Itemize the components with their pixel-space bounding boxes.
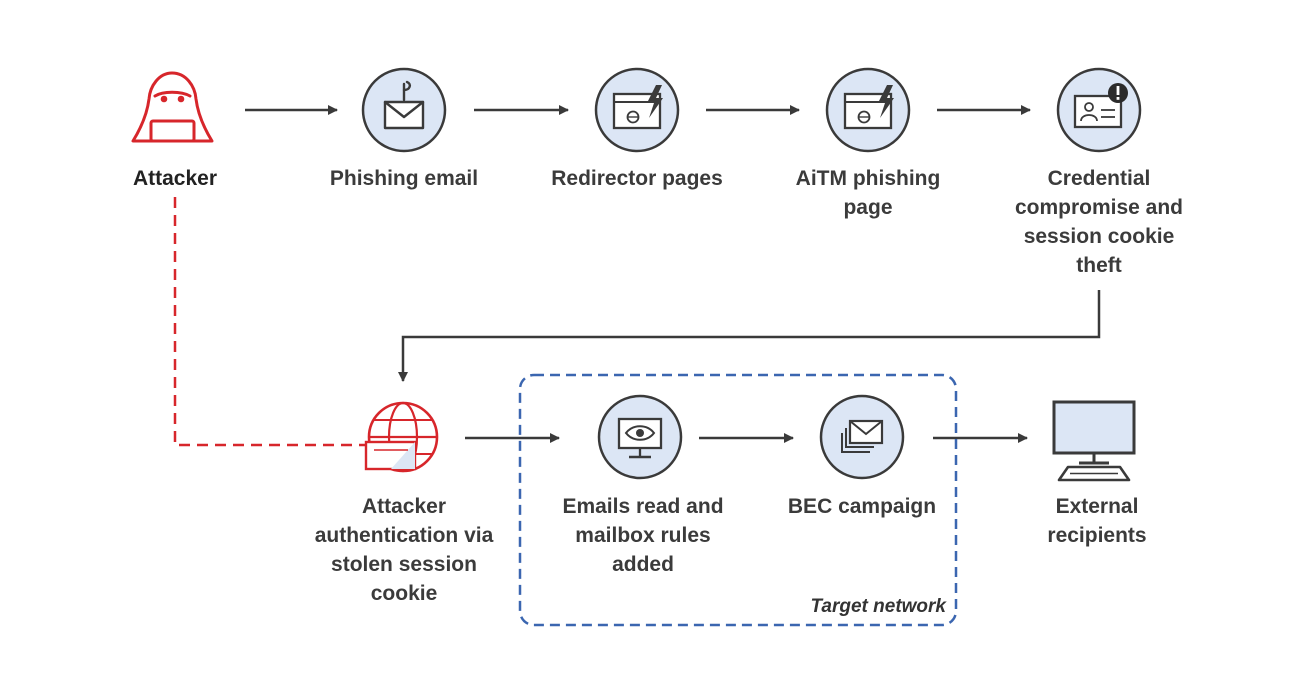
attacker-authentication-label: Attacker authentication via stolen sessi…	[314, 495, 494, 605]
phishing-hook-envelope-icon	[361, 67, 447, 153]
browser-lightning-icon	[594, 67, 680, 153]
desktop-computer-icon	[1052, 400, 1136, 482]
connectors	[173, 105, 1101, 447]
hooded-hacker-icon	[131, 71, 214, 143]
phishing-email-label: Phishing email	[329, 167, 479, 190]
external-recipients-label: External recipients	[1047, 495, 1147, 547]
browser-lightning-icon	[825, 67, 911, 153]
bec-campaign-label: BEC campaign	[787, 495, 937, 518]
target-network-label: Target network	[810, 596, 947, 617]
emails-read-label: Emails read and mailbox rules added	[562, 495, 724, 576]
attacker-dashed-link	[173, 197, 366, 447]
monitor-eye-icon	[597, 394, 683, 480]
redirector-pages-label: Redirector pages	[551, 167, 723, 190]
stacked-envelopes-icon	[819, 394, 905, 480]
attacker-label: Attacker	[132, 167, 218, 190]
credential-compromise-label: Credential compromise and session cookie…	[1014, 167, 1184, 277]
arrow-credential-to-authentication	[398, 290, 1101, 382]
id-card-alert-icon	[1056, 67, 1142, 153]
aitm-phishing-page-label: AiTM phishing page	[795, 167, 941, 219]
globe-laptop-icon	[364, 401, 439, 473]
